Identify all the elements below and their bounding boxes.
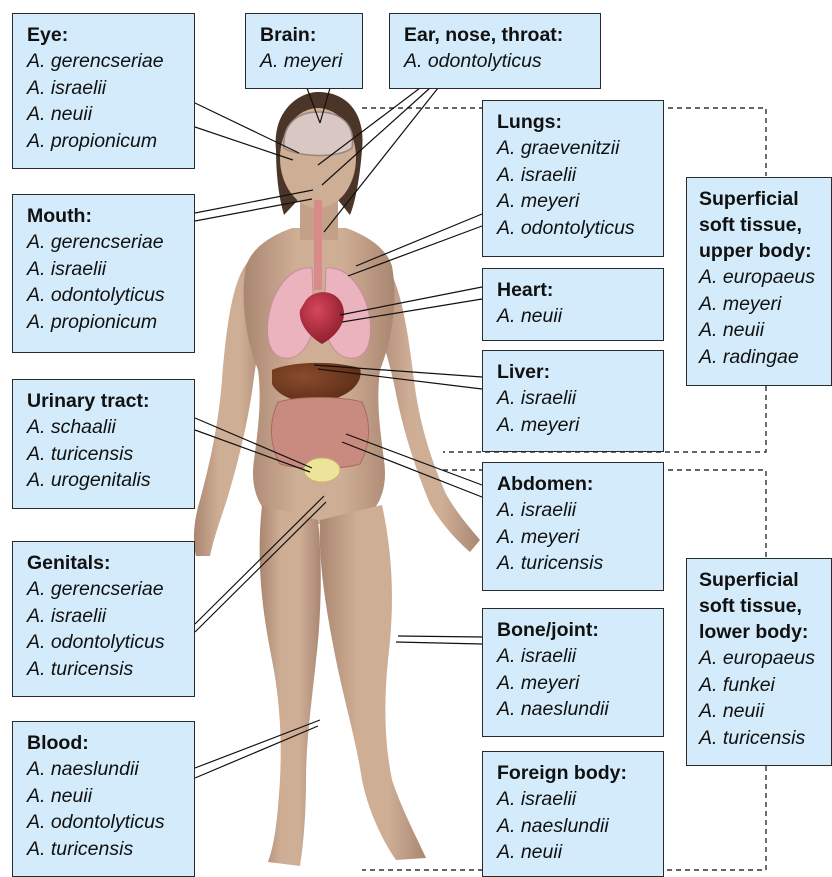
- species-label: A. neuii: [497, 839, 653, 866]
- species-label: A. odontolyticus: [404, 48, 590, 75]
- species-label: A. israelii: [497, 786, 653, 813]
- bone-joint-box: Bone/joint: A. israelii A. meyeri A. nae…: [482, 608, 664, 737]
- blood-title: Blood:: [27, 730, 184, 756]
- soft-tissue-upper-box: Superficial soft tissue, upper body: A. …: [686, 177, 832, 386]
- species-label: A. neuii: [27, 783, 184, 810]
- species-label: A. naeslundii: [497, 813, 653, 840]
- trachea: [314, 200, 322, 290]
- species-label: A. naeslundii: [27, 756, 184, 783]
- species-label: A. turicensis: [699, 725, 831, 752]
- liver-box: Liver: A. israelii A. meyeri: [482, 350, 664, 452]
- species-label: A. neuii: [497, 303, 653, 330]
- urinary-title: Urinary tract:: [27, 388, 184, 414]
- lungs-title: Lungs:: [497, 109, 653, 135]
- abdomen-title: Abdomen:: [497, 471, 653, 497]
- blood-box: Blood: A. naeslundii A. neuii A. odontol…: [12, 721, 195, 877]
- mouth-title: Mouth:: [27, 203, 184, 229]
- species-label: A. turicensis: [497, 550, 653, 577]
- species-label: A. turicensis: [27, 836, 184, 863]
- species-label: A. graevenitzii: [497, 135, 653, 162]
- species-label: A. europaeus: [699, 645, 831, 672]
- species-label: A. israelii: [27, 256, 184, 283]
- species-label: A. urogenitalis: [27, 467, 184, 494]
- genitals-box: Genitals: A. gerencseriae A. israelii A.…: [12, 541, 195, 697]
- species-label: A. neuii: [699, 698, 831, 725]
- species-label: A. schaalii: [27, 414, 184, 441]
- heart-box: Heart: A. neuii: [482, 268, 664, 341]
- liver-title: Liver:: [497, 359, 653, 385]
- species-label: A. israelii: [497, 643, 653, 670]
- species-label: A. neuii: [699, 317, 831, 344]
- species-label: A. israelii: [497, 497, 653, 524]
- species-label: A. naeslundii: [497, 696, 653, 723]
- lungs-box: Lungs: A. graevenitzii A. israelii A. me…: [482, 100, 664, 257]
- species-label: A. meyeri: [497, 188, 653, 215]
- urinary-tract-box: Urinary tract: A. schaalii A. turicensis…: [12, 379, 195, 509]
- species-label: A. odontolyticus: [27, 282, 184, 309]
- species-label: A. meyeri: [699, 291, 831, 318]
- upper-title: Superficial soft tissue, upper body:: [699, 186, 831, 264]
- lower-title: Superficial soft tissue, lower body:: [699, 567, 831, 645]
- species-label: A. meyeri: [497, 524, 653, 551]
- right-leg: [320, 505, 426, 860]
- abdomen-box: Abdomen: A. israelii A. meyeri A. turice…: [482, 462, 664, 591]
- foreign-title: Foreign body:: [497, 760, 653, 786]
- species-label: A. odontolyticus: [497, 215, 653, 242]
- soft-tissue-lower-box: Superficial soft tissue, lower body: A. …: [686, 558, 832, 766]
- species-label: A. gerencseriae: [27, 229, 184, 256]
- heart-title: Heart:: [497, 277, 653, 303]
- bladder: [304, 458, 340, 482]
- species-label: A. funkei: [699, 672, 831, 699]
- species-label: A. meyeri: [497, 412, 653, 439]
- genitals-title: Genitals:: [27, 550, 184, 576]
- species-label: A. israelii: [497, 385, 653, 412]
- species-label: A. neuii: [27, 101, 184, 128]
- species-label: A. gerencseriae: [27, 576, 184, 603]
- species-label: A. israelii: [497, 162, 653, 189]
- species-label: A. propionicum: [27, 128, 184, 155]
- species-label: A. israelii: [27, 75, 184, 102]
- species-label: A. gerencseriae: [27, 48, 184, 75]
- species-label: A. turicensis: [27, 656, 184, 683]
- species-label: A. turicensis: [27, 441, 184, 468]
- mouth-box: Mouth: A. gerencseriae A. israelii A. od…: [12, 194, 195, 353]
- species-label: A. europaeus: [699, 264, 831, 291]
- species-label: A. meyeri: [260, 48, 352, 75]
- brain-title: Brain:: [260, 22, 352, 48]
- brain-box: Brain: A. meyeri: [245, 13, 363, 89]
- species-label: A. propionicum: [27, 309, 184, 336]
- bone-title: Bone/joint:: [497, 617, 653, 643]
- species-label: A. meyeri: [497, 670, 653, 697]
- species-label: A. odontolyticus: [27, 629, 184, 656]
- species-label: A. israelii: [27, 603, 184, 630]
- eye-title: Eye:: [27, 22, 184, 48]
- ent-box: Ear, nose, throat: A. odontolyticus: [389, 13, 601, 89]
- foreign-body-box: Foreign body: A. israelii A. naeslundii …: [482, 751, 664, 877]
- ent-title: Ear, nose, throat:: [404, 22, 590, 48]
- eye-box: Eye: A. gerencseriae A. israelii A. neui…: [12, 13, 195, 169]
- species-label: A. odontolyticus: [27, 809, 184, 836]
- species-label: A. radingae: [699, 344, 831, 371]
